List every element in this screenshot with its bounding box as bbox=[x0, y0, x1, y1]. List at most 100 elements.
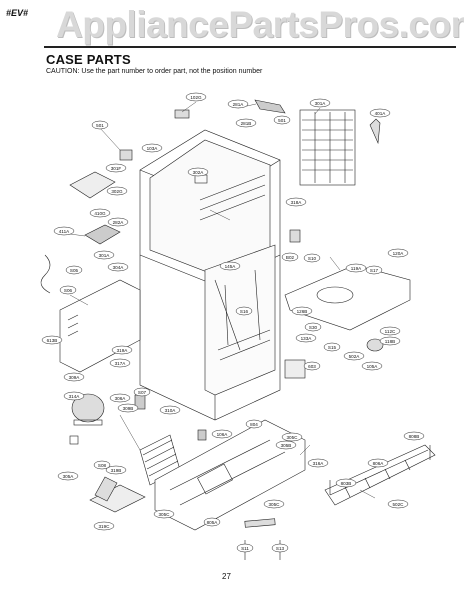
callout-text: 118B bbox=[385, 339, 395, 344]
callout-label: 502C bbox=[387, 499, 409, 509]
base-plate bbox=[154, 419, 306, 531]
callout-text: S11 bbox=[241, 546, 249, 551]
callout-text: 281B bbox=[241, 121, 252, 126]
callout-text: 105A bbox=[367, 364, 379, 369]
callout-text: 282A bbox=[113, 220, 125, 225]
callout-text: 603 bbox=[308, 364, 316, 369]
callout-text: S07 bbox=[138, 390, 147, 395]
callout-text: 318A bbox=[291, 200, 303, 205]
callout-text: 119A bbox=[351, 266, 362, 271]
callout-label: S05 bbox=[65, 265, 83, 275]
page-title: CASE PARTS bbox=[46, 52, 131, 67]
callout-label: 305C bbox=[263, 499, 285, 509]
callout-label: S13 bbox=[271, 543, 289, 553]
callout-text: 301A bbox=[99, 253, 111, 258]
callout-text: 305C bbox=[269, 502, 281, 507]
callout-text: 314A bbox=[69, 394, 81, 399]
callout-text: 317A bbox=[115, 361, 127, 366]
callout-label: 105A bbox=[361, 361, 383, 371]
callout-label: 305C bbox=[281, 432, 303, 442]
callout-text: 281A bbox=[233, 102, 245, 107]
callout-text: 306A bbox=[115, 396, 127, 401]
callout-text: B02 bbox=[286, 255, 295, 260]
callout-text: 501 bbox=[96, 123, 104, 128]
callout-text: 401A bbox=[375, 111, 387, 116]
callout-label: 805A bbox=[203, 517, 221, 527]
callout-text: 316A bbox=[313, 461, 325, 466]
callout-text: 305C bbox=[287, 435, 299, 440]
callout-label: 319C bbox=[93, 521, 115, 531]
callout-label: 306A bbox=[109, 393, 131, 403]
callout-label: 501 bbox=[91, 120, 109, 130]
callout-label: 803B bbox=[335, 478, 357, 488]
callout-text: 305C bbox=[159, 512, 171, 517]
callout-text: 126B bbox=[297, 309, 308, 314]
callout-text: 319A bbox=[117, 348, 129, 353]
callout-label: 808B bbox=[403, 431, 425, 441]
callout-label: 281A bbox=[227, 99, 249, 109]
callout-text: 319B bbox=[111, 468, 122, 473]
callout-text: 106A bbox=[217, 432, 229, 437]
callout-text: 102G bbox=[190, 95, 202, 100]
callout-label: 319A bbox=[111, 345, 133, 355]
callout-text: 501 bbox=[278, 118, 286, 123]
callout-label: S07 bbox=[133, 387, 151, 397]
callout-label: 305C bbox=[153, 509, 175, 519]
callout-label: 411A bbox=[53, 226, 75, 236]
callout-label: 316A bbox=[307, 458, 329, 468]
callout-text: 304A bbox=[113, 265, 125, 270]
callout-label: 126B bbox=[291, 306, 313, 316]
callout-label: S17 bbox=[365, 265, 383, 275]
callout-label: 301F bbox=[105, 163, 127, 173]
callout-label: 112C bbox=[379, 326, 401, 336]
callout-text: 301F bbox=[111, 166, 122, 171]
callout-text: S10 bbox=[308, 256, 317, 261]
callout-label: 318A bbox=[285, 197, 307, 207]
callout-text: 309B bbox=[123, 406, 134, 411]
callout-text: 613B bbox=[47, 338, 58, 343]
callout-text: 133A bbox=[301, 336, 313, 341]
callout-text: 319C bbox=[99, 524, 111, 529]
callout-text: 502A bbox=[349, 354, 361, 359]
callout-label: 281B bbox=[235, 118, 257, 128]
callout-text: S06 bbox=[64, 288, 73, 293]
callout-text: S17 bbox=[370, 268, 379, 273]
caution-note: CAUTION: Use the part number to order pa… bbox=[46, 68, 263, 75]
watermark-logo: AppliancePartsPros.com bbox=[56, 4, 464, 45]
callout-text: S15 bbox=[328, 345, 337, 350]
callout-label: 106A bbox=[211, 429, 233, 439]
header-rule bbox=[44, 46, 456, 48]
callout-label: 119A bbox=[345, 263, 367, 273]
callout-label: 613B bbox=[41, 335, 63, 345]
callout-label: 804 bbox=[245, 419, 263, 429]
callout-text: 410G bbox=[94, 211, 106, 216]
callout-label: S15 bbox=[323, 342, 341, 352]
callout-text: 411A bbox=[59, 229, 70, 234]
callout-text: 103A bbox=[147, 146, 159, 151]
callout-label: 103A bbox=[141, 143, 163, 153]
callout-label: 302A bbox=[187, 167, 209, 177]
callout-text: 309A bbox=[69, 375, 81, 380]
callout-text: S16 bbox=[240, 309, 249, 314]
callout-text: 804 bbox=[250, 422, 258, 427]
callout-label: 309B bbox=[117, 403, 139, 413]
callout-label: 133A bbox=[295, 333, 317, 343]
callout-label: 317A bbox=[109, 358, 131, 368]
callout-label: 410G bbox=[89, 208, 111, 218]
lower-grille bbox=[324, 444, 436, 506]
callout-label: 603 bbox=[303, 361, 321, 371]
callout-text: 803B bbox=[341, 481, 352, 486]
callout-label: B02 bbox=[281, 252, 299, 262]
callout-label: 304A bbox=[107, 262, 129, 272]
callout-text: 806A bbox=[373, 461, 385, 466]
callout-label: 401A bbox=[369, 108, 391, 118]
refrigerator-cabinet bbox=[139, 129, 281, 421]
back-cover-panel bbox=[59, 279, 141, 373]
callout-text: S05 bbox=[70, 268, 79, 273]
callout-label: 305A bbox=[57, 471, 79, 481]
callout-label: 118B bbox=[379, 336, 401, 346]
model-tag: #EV# bbox=[6, 8, 29, 18]
callout-text: 301A bbox=[315, 101, 327, 106]
